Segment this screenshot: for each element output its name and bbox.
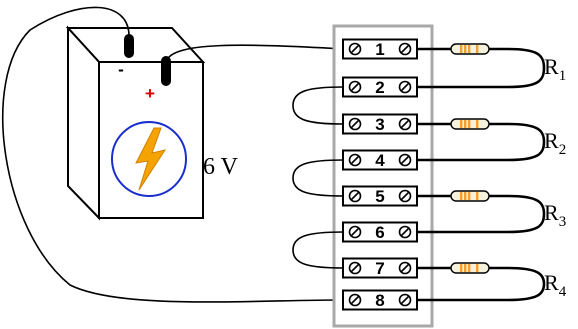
jumper-wire-1 <box>292 86 344 125</box>
terminal-right-screw-icon <box>398 293 412 307</box>
terminal-6: 6 <box>342 221 418 243</box>
resistor-label-subscript: 1 <box>559 68 567 84</box>
terminal-number: 2 <box>375 78 384 97</box>
resistor-label: R1 <box>544 54 566 84</box>
terminal-number: 3 <box>375 115 384 134</box>
terminal-left-screw-icon <box>348 293 362 307</box>
resistor-body <box>450 190 490 202</box>
resistor-R2: R2 <box>417 118 566 162</box>
terminal-right-screw-icon <box>398 261 412 275</box>
battery-voltage-label: 6 V <box>203 154 239 180</box>
terminal-7: 7 <box>342 257 418 279</box>
terminal-left-screw-icon <box>348 189 362 203</box>
resistor-label-subscript: 4 <box>559 284 567 300</box>
terminal-number: 6 <box>375 223 384 242</box>
resistor-body <box>450 118 490 130</box>
resistor-lead-wire <box>417 266 546 302</box>
terminal-number: 8 <box>375 291 384 310</box>
terminal-5: 5 <box>342 185 418 207</box>
terminal-left-screw-icon <box>348 225 362 239</box>
terminals-layer: 1 2 3 4 5 6 7 8 <box>342 38 418 311</box>
battery-negative-terminal <box>124 34 134 58</box>
terminal-right-screw-icon <box>398 80 412 94</box>
terminal-right-screw-icon <box>398 225 412 239</box>
terminal-4: 4 <box>342 149 418 171</box>
positive-lead-wire <box>165 44 345 65</box>
terminal-strip-frame <box>332 24 434 328</box>
resistor-label: R3 <box>544 200 566 230</box>
terminal-right-screw-icon <box>398 42 412 56</box>
terminal-left-screw-icon <box>348 153 362 167</box>
terminal-left-screw-icon <box>348 117 362 131</box>
battery-negative-sign: - <box>118 60 124 79</box>
resistor-label-letter: R <box>544 54 559 79</box>
terminal-number: 4 <box>375 151 385 170</box>
resistor-label-letter: R <box>544 128 559 153</box>
battery-positive-terminal <box>161 56 171 86</box>
terminal-1: 1 <box>342 38 418 60</box>
terminal-left-screw-icon <box>348 42 362 56</box>
resistor-lead-wire <box>417 194 546 234</box>
jumpers-layer <box>292 86 344 269</box>
terminal-2: 2 <box>342 76 418 98</box>
resistor-lead-wire <box>417 122 546 162</box>
terminal-8: 8 <box>342 289 418 311</box>
terminal-number: 7 <box>375 259 384 278</box>
terminal-right-screw-icon <box>398 153 412 167</box>
resistor-body <box>450 262 490 274</box>
resistor-body <box>450 43 490 55</box>
resistor-R3: R3 <box>417 190 566 234</box>
resistor-R4: R4 <box>417 262 567 302</box>
resistor-label: R4 <box>544 270 567 300</box>
terminal-number: 1 <box>375 40 384 59</box>
resistor-R1: R1 <box>417 43 566 89</box>
resistor-label-letter: R <box>544 200 559 225</box>
resistor-lead-wire <box>417 47 546 89</box>
battery-positive-sign: + <box>145 84 155 103</box>
resistor-label-subscript: 3 <box>559 214 567 230</box>
terminal-3: 3 <box>342 113 418 135</box>
jumper-wire-3 <box>292 231 344 269</box>
battery-side-face <box>67 25 100 221</box>
terminal-strip: 1 2 3 4 5 6 7 8 <box>332 24 434 328</box>
resistor-label-letter: R <box>544 270 559 295</box>
terminal-left-screw-icon <box>348 80 362 94</box>
resistor-label: R2 <box>544 128 566 158</box>
terminal-number: 5 <box>375 187 384 206</box>
terminal-right-screw-icon <box>398 117 412 131</box>
resistor-label-subscript: 2 <box>559 142 567 158</box>
terminal-left-screw-icon <box>348 261 362 275</box>
terminal-right-screw-icon <box>398 189 412 203</box>
jumper-wire-2 <box>292 159 344 197</box>
lightning-bolt-icon <box>135 127 167 191</box>
negative-lead-wire <box>2 6 345 303</box>
battery: - + <box>65 25 206 221</box>
